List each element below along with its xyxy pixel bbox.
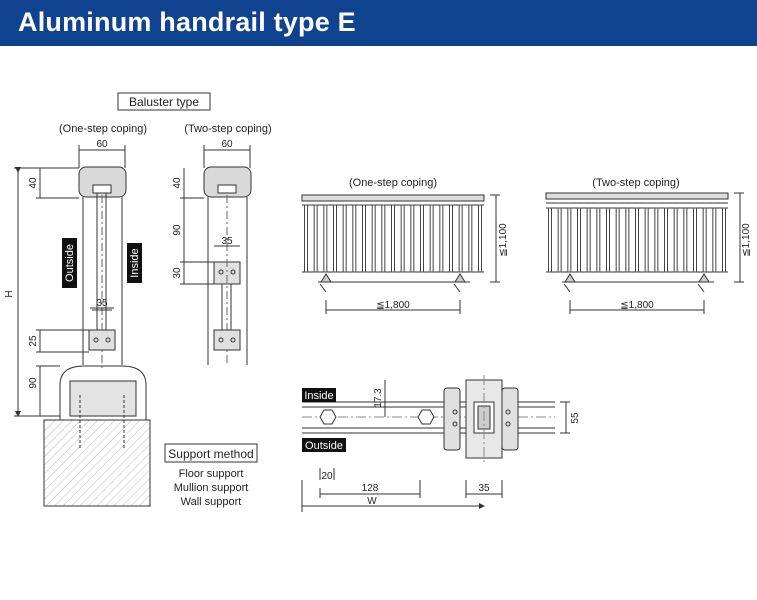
baluster-bar <box>439 204 444 273</box>
support-wall: Wall support <box>181 496 242 508</box>
plan-outside-tag <box>302 438 346 452</box>
baluster-bar <box>333 204 337 273</box>
baluster-bar <box>371 204 376 273</box>
outside-tag <box>62 238 77 288</box>
baluster-bar <box>381 204 386 273</box>
elev-two-step-label: (Two-step coping) <box>592 177 679 189</box>
baluster-bar <box>702 207 707 273</box>
dim-span-b: ≦1,800 <box>620 300 654 311</box>
dim-90-b: 90 <box>172 224 183 236</box>
inside-label: Inside <box>129 248 141 277</box>
dim-25: 25 <box>28 335 39 347</box>
dim-W: W <box>367 496 377 507</box>
one-step-elevation <box>301 194 500 314</box>
baluster-bar <box>693 207 697 273</box>
dim-H: H <box>4 290 15 297</box>
baluster-bar <box>586 207 591 273</box>
baluster-bar <box>304 204 308 273</box>
dim-span-a: ≦1,800 <box>376 300 410 311</box>
dim-40-b: 40 <box>172 177 183 189</box>
baluster-bar <box>429 204 434 273</box>
baluster-bar <box>420 204 424 273</box>
two-step-section-view <box>180 145 252 365</box>
baluster-bar <box>567 207 572 273</box>
baluster-bar <box>449 204 453 273</box>
baluster-bar <box>635 207 639 273</box>
page-title: Aluminum handrail type E <box>18 7 356 37</box>
baluster-bar <box>548 207 552 273</box>
baluster-bar <box>722 207 726 273</box>
support-method-label: Support method <box>168 447 253 461</box>
baluster-bar <box>400 204 405 273</box>
baluster-bar <box>577 207 581 273</box>
dim-40-a: 40 <box>28 177 39 189</box>
outside-label: Outside <box>64 244 76 282</box>
title-banner <box>0 0 757 46</box>
baluster-bar <box>410 204 415 273</box>
baluster-bar <box>478 204 482 273</box>
plan-inside-tag <box>302 388 336 402</box>
dim-60-b: 60 <box>221 139 233 150</box>
support-mullion: Mullion support <box>174 482 249 494</box>
baluster-bar <box>606 207 610 273</box>
dim-17-3: 17.3 <box>373 388 384 408</box>
one-step-section-view <box>14 145 151 507</box>
dim-30-b: 30 <box>172 267 183 279</box>
baluster-bar <box>458 204 463 273</box>
left-one-step-label: (One-step coping) <box>59 123 147 135</box>
dim-height-b: ≦1,100 <box>741 223 752 257</box>
dim-35-b: 35 <box>221 236 233 247</box>
baluster-bar <box>654 207 659 273</box>
support-floor: Floor support <box>179 468 244 480</box>
plan-outside-label: Outside <box>305 440 343 452</box>
elev-one-step-label: (One-step coping) <box>349 177 437 189</box>
baluster-bar <box>342 204 347 273</box>
baluster-type-frame <box>117 92 211 111</box>
plan-inside-label: Inside <box>304 390 333 402</box>
baluster-bar <box>644 207 649 273</box>
baluster-bar <box>673 207 678 273</box>
left-two-step-label: (Two-step coping) <box>184 123 271 135</box>
baluster-bar <box>596 207 601 273</box>
baluster-bar <box>352 204 357 273</box>
baluster-bar <box>615 207 620 273</box>
dim-90-a: 90 <box>28 377 39 389</box>
baluster-bar <box>712 207 717 273</box>
baluster-bar <box>323 204 328 273</box>
dim-60-a: 60 <box>96 139 108 150</box>
dim-20: 20 <box>321 471 333 482</box>
baluster-bar <box>391 204 395 273</box>
baluster-bar <box>625 207 630 273</box>
baluster-bar <box>557 207 562 273</box>
baluster-type-label: Baluster type <box>129 95 199 109</box>
dim-35-plan: 35 <box>478 483 490 494</box>
baluster-bar <box>664 207 668 273</box>
baluster-bar <box>362 204 366 273</box>
dim-128: 128 <box>362 483 379 494</box>
baluster-bar <box>313 204 318 273</box>
plan-view <box>301 375 570 512</box>
support-method-frame <box>164 443 258 463</box>
inside-tag <box>127 243 142 283</box>
baluster-bar <box>683 207 688 273</box>
dim-height-a: ≦1,100 <box>498 223 509 257</box>
two-step-elevation <box>545 192 744 314</box>
dim-35-a: 35 <box>96 298 108 309</box>
dim-55: 55 <box>570 412 581 424</box>
baluster-bar <box>468 204 473 273</box>
